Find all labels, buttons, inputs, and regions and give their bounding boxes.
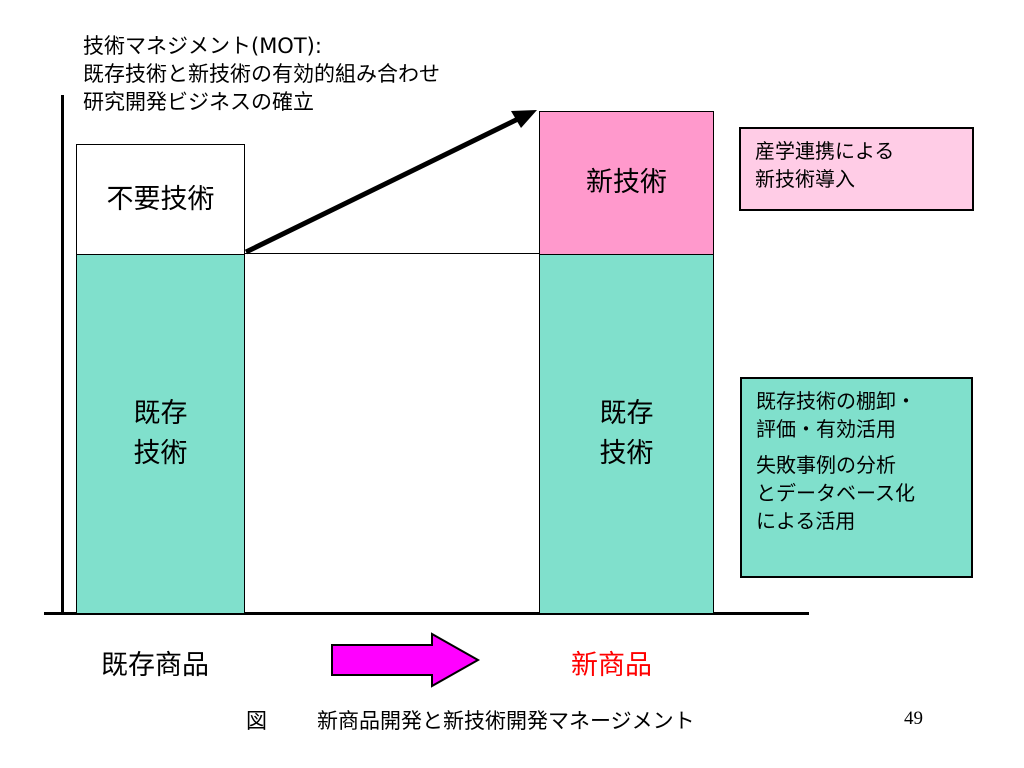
level-connector-line <box>244 253 540 254</box>
heading-line-2: 既存技術と新技術の有効的組み合わせ <box>83 62 440 86</box>
left-existing-line-2: 技術 <box>133 438 188 469</box>
utilization-note-line-2: 評価・有効活用 <box>756 417 896 441</box>
new-product-label: 新商品 <box>571 650 652 681</box>
existing-tech-utilization-note: 既存技術の棚卸・ 評価・有効活用 失敗事例の分析 とデータベース化 による活用 <box>740 377 973 578</box>
right-existing-line-2: 技術 <box>599 438 654 469</box>
utilization-note-line-1: 既存技術の棚卸・ <box>756 389 916 413</box>
right-existing-technology-box: 既存 技術 <box>539 254 714 614</box>
slide-heading: 技術マネジメント(MOT): 既存技術と新技術の有効的組み合わせ 研究開発ビジネ… <box>83 32 440 116</box>
heading-line-3: 研究開発ビジネスの確立 <box>83 90 314 114</box>
unneeded-technology-label: 不要技術 <box>106 183 215 215</box>
figure-prefix: 図 <box>246 709 267 733</box>
new-technology-box: 新技術 <box>539 111 714 255</box>
left-existing-technology-box: 既存 技術 <box>76 254 245 614</box>
utilization-note-line-3: 失敗事例の分析 <box>756 453 896 477</box>
vertical-axis <box>61 95 64 615</box>
heading-line-1: 技術マネジメント(MOT): <box>83 34 322 58</box>
horizontal-axis <box>44 612 809 615</box>
utilization-note-line-4: とデータベース化 <box>756 481 915 505</box>
industry-note-line-1: 産学連携による <box>755 139 895 163</box>
right-existing-line-1: 既存 <box>599 398 654 429</box>
industry-academia-note: 産学連携による 新技術導入 <box>739 127 974 211</box>
diagonal-arrowhead <box>511 110 537 128</box>
figure-caption-text: 新商品開発と新技術開発マネージメント <box>317 709 695 733</box>
utilization-note-line-5: による活用 <box>756 509 856 533</box>
transition-arrow-icon <box>331 632 481 688</box>
diagonal-arrow-line <box>244 115 522 255</box>
new-technology-label: 新技術 <box>586 167 667 198</box>
existing-product-label: 既存商品 <box>101 650 209 681</box>
left-existing-line-1: 既存 <box>133 398 188 429</box>
page-number: 49 <box>904 708 923 729</box>
figure-caption: 図 新商品開発と新技術開発マネージメント <box>246 705 695 735</box>
industry-note-line-2: 新技術導入 <box>755 167 855 191</box>
